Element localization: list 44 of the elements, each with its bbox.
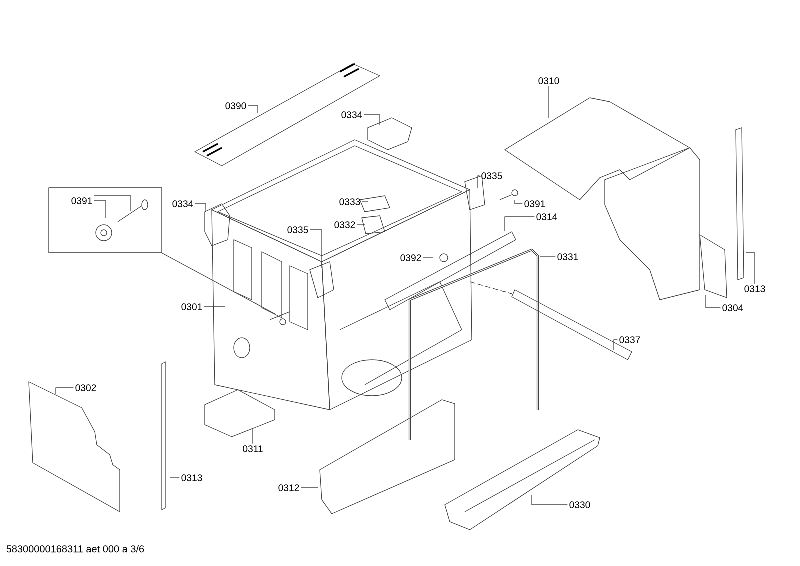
- callout-number: 0337: [620, 336, 640, 344]
- leader-line: [94, 200, 106, 218]
- callout-number: 0334: [342, 112, 362, 118]
- callout-number: 0391: [524, 200, 546, 208]
- leader-line: [514, 200, 523, 204]
- callout-number: 0302: [76, 384, 96, 392]
- callout-number: 0332: [334, 222, 356, 228]
- leader-line: [195, 204, 206, 212]
- callout-number: 0310: [538, 78, 560, 84]
- callout-number: 0333: [340, 198, 360, 206]
- callout-number: 0311: [243, 446, 263, 452]
- leader-line: [614, 340, 618, 350]
- leader-line: [504, 216, 535, 232]
- leader-line: [532, 494, 568, 506]
- leader-line: [310, 230, 322, 268]
- leader-line: [706, 294, 721, 308]
- leader-line: [94, 196, 132, 212]
- callout-number: 0312: [278, 484, 300, 492]
- leader-line: [56, 388, 74, 394]
- drawing-number: 58300000168311 aet 000 a 3/6: [6, 545, 144, 553]
- callout-number: 0313: [182, 474, 202, 482]
- leader-line: [248, 106, 258, 114]
- callout-number: 0331: [558, 254, 578, 260]
- callout-number: 0334: [172, 200, 194, 208]
- callout-number: 0335: [482, 172, 502, 180]
- inset-box: [48, 188, 162, 254]
- callout-number: 0392: [400, 254, 422, 262]
- callout-number: 0301: [182, 304, 202, 310]
- callout-number: 0313: [744, 286, 766, 292]
- leader-line: [478, 176, 480, 188]
- leader-line: [540, 256, 556, 258]
- leader-line: [548, 86, 550, 118]
- callout-number: 0304: [722, 304, 744, 312]
- callout-number: 0314: [536, 214, 558, 220]
- leader-line: [204, 306, 226, 308]
- callout-number: 0390: [226, 102, 246, 110]
- leader-line: [357, 224, 366, 226]
- leader-line: [162, 253, 276, 314]
- leader-line: [252, 428, 254, 444]
- leader-line: [364, 114, 380, 126]
- leader-line: [746, 252, 756, 284]
- callout-number: 0335: [288, 226, 308, 234]
- callout-number: 0391: [72, 198, 92, 204]
- callout-number: 0330: [570, 502, 590, 508]
